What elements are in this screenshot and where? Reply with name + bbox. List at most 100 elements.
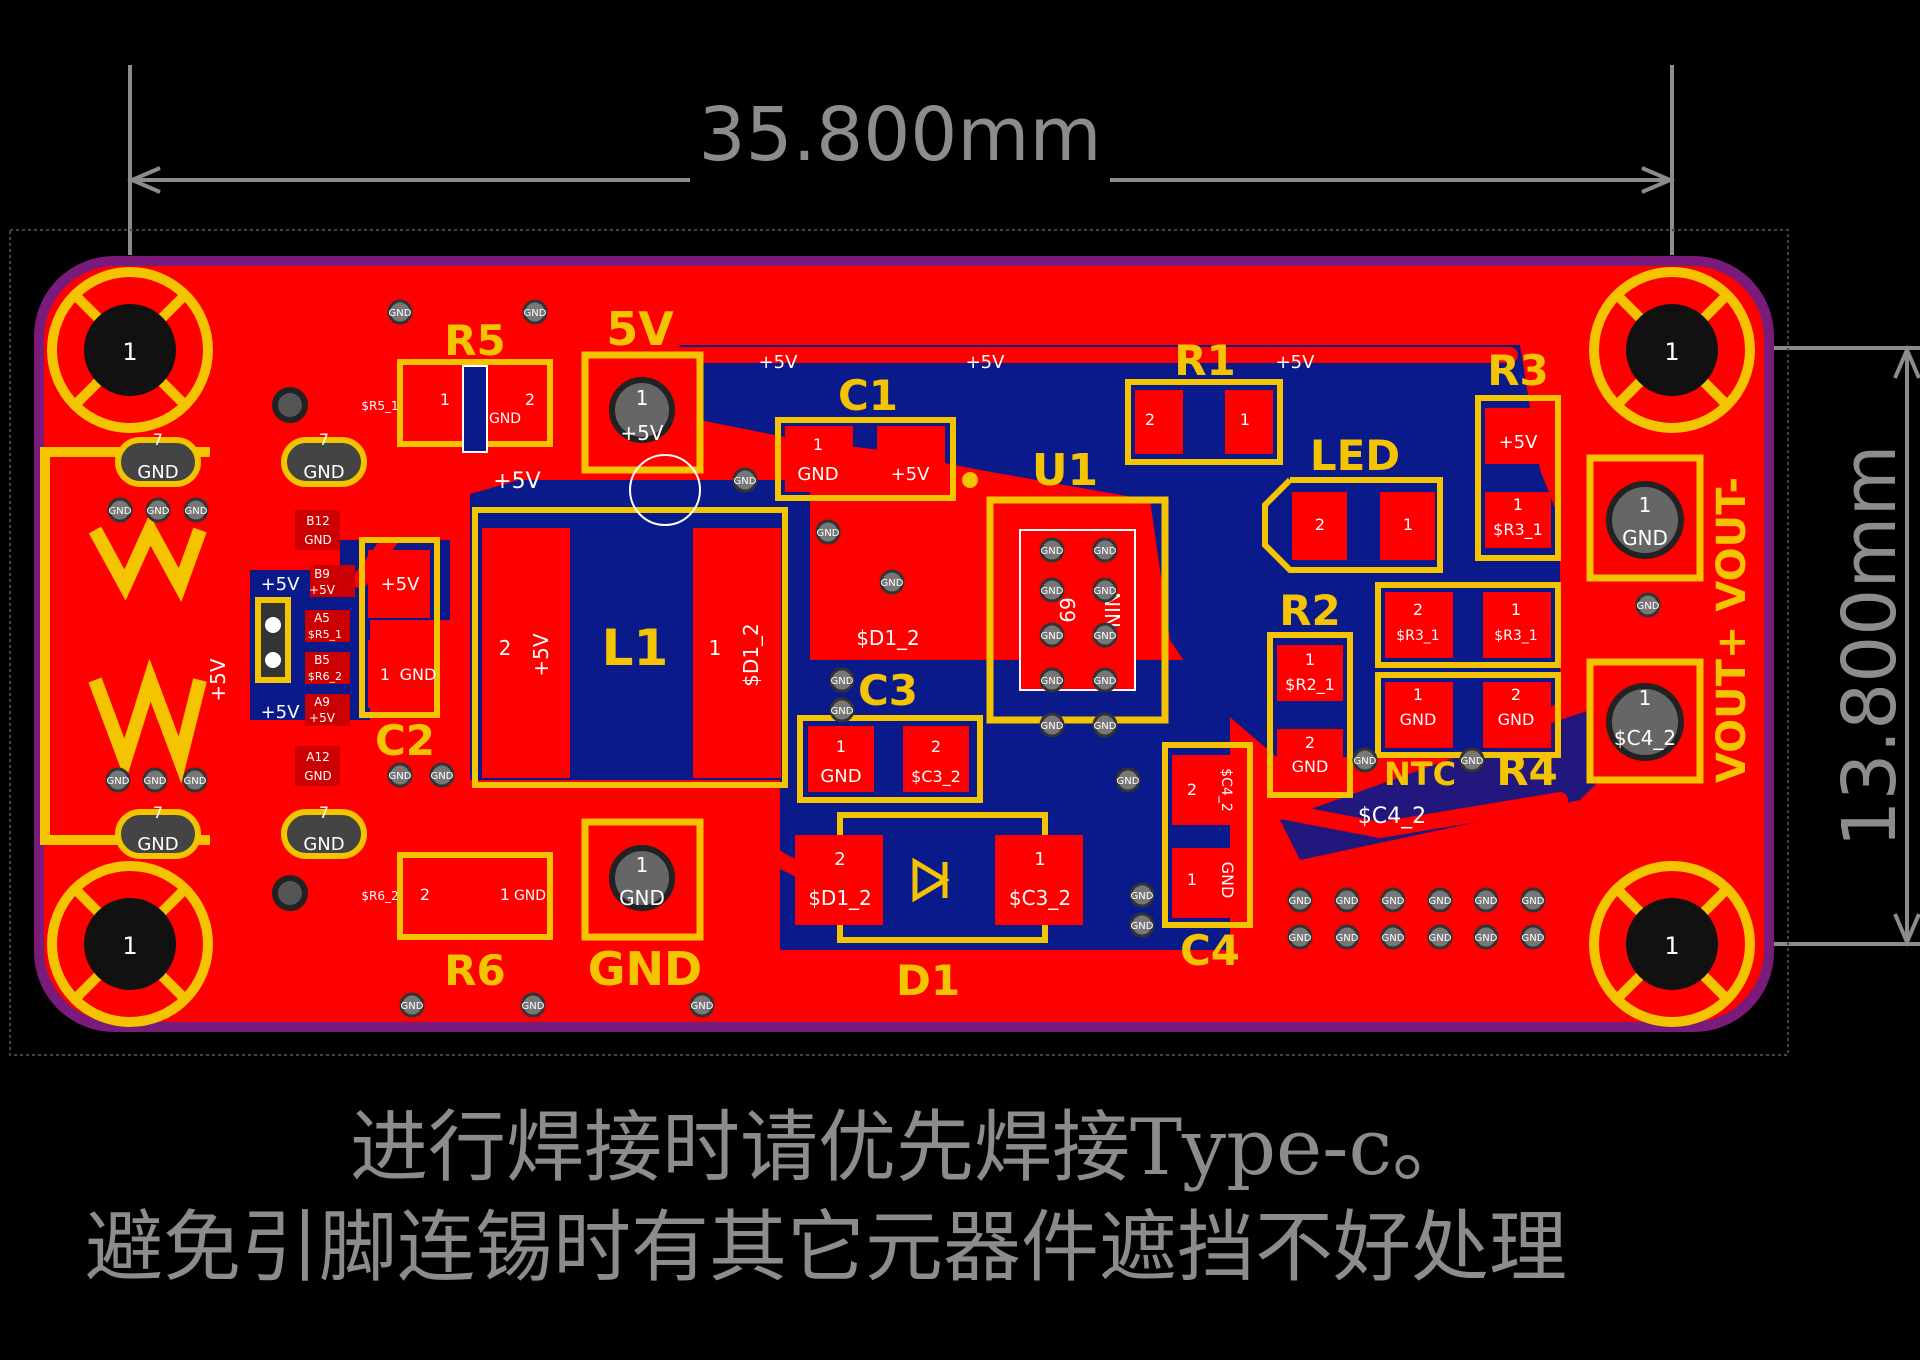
- gnd-via-label: GND: [144, 776, 167, 787]
- svg-text:$C3_2: $C3_2: [911, 767, 961, 787]
- svg-text:2: 2: [1413, 600, 1423, 619]
- svg-text:GND: GND: [514, 888, 546, 904]
- svg-text:B5: B5: [314, 653, 330, 667]
- gnd-via: [815, 519, 841, 545]
- svg-text:U1: U1: [1032, 445, 1098, 496]
- gnd-via-label: GND: [1336, 896, 1359, 907]
- svg-text:1: 1: [636, 853, 649, 877]
- diode-d1: 2 $D1_2 1 $C3_2 D1: [795, 812, 1083, 1005]
- svg-text:R2: R2: [1279, 586, 1341, 635]
- gnd-via-label: GND: [1041, 676, 1064, 687]
- svg-text:2: 2: [1305, 733, 1315, 752]
- gnd-via: [1092, 537, 1118, 563]
- gnd-via-label: GND: [1094, 676, 1117, 687]
- gnd-via-label: GND: [401, 1001, 424, 1012]
- gnd-via: [1039, 622, 1065, 648]
- gnd-via-label: GND: [389, 771, 412, 782]
- svg-text:69: 69: [1055, 597, 1079, 622]
- gnd-via-label: GND: [1461, 756, 1484, 767]
- svg-text:1: 1: [1413, 685, 1423, 704]
- gnd-via-label: GND: [1131, 921, 1154, 932]
- svg-text:1: 1: [1305, 650, 1315, 669]
- gnd-via: [1039, 577, 1065, 603]
- gnd-via: [1039, 712, 1065, 738]
- gnd-via-label: GND: [1429, 896, 1452, 907]
- gnd-via-label: GND: [1637, 601, 1660, 612]
- svg-text:+5V: +5V: [493, 469, 540, 494]
- svg-text:$R3_1: $R3_1: [1396, 628, 1439, 644]
- gnd-via: [1520, 924, 1546, 950]
- svg-text:$R6_2: $R6_2: [361, 889, 398, 903]
- svg-text:1: 1: [1664, 338, 1679, 366]
- svg-text:1: 1: [500, 885, 510, 904]
- pad-gnd: 1 GND GND: [581, 818, 704, 996]
- gnd-via: [429, 762, 455, 788]
- gnd-via-label: GND: [185, 506, 208, 517]
- gnd-via: [1039, 537, 1065, 563]
- mounting-holes: 1 1 1 1: [47, 267, 1755, 1027]
- gnd-via: [1427, 887, 1453, 913]
- svg-text:1: 1: [836, 737, 846, 756]
- gnd-via: [183, 497, 209, 523]
- svg-text:VOUT+ VOUT-: VOUT+ VOUT-: [1709, 477, 1755, 783]
- svg-text:C2: C2: [375, 716, 435, 765]
- usb-type-c-connector: 7 GND 7 GND 7 GND 7 GND +5V +5V +5V B12 …: [40, 430, 367, 859]
- svg-text:GND: GND: [820, 766, 861, 787]
- svg-text:C4: C4: [1180, 926, 1240, 975]
- dimension-width: [126, 65, 1676, 255]
- svg-text:$D1_2: $D1_2: [856, 626, 920, 650]
- svg-text:A9: A9: [314, 695, 330, 709]
- svg-text:1: 1: [122, 932, 137, 960]
- gnd-via: [1287, 924, 1313, 950]
- gnd-via-label: GND: [1041, 546, 1064, 557]
- svg-text:1: 1: [380, 665, 390, 684]
- capacitor-c4: 2 $C4_2 1 GND C4: [1162, 742, 1253, 975]
- gnd-via-label: GND: [109, 506, 132, 517]
- gnd-via: [1459, 747, 1485, 773]
- gnd-via-label: GND: [1522, 933, 1545, 944]
- ntc-r4-group: 2 $R3_1 1 $R3_1 1 GND 2 GND NTC R4: [1375, 582, 1561, 795]
- gnd-via: [1380, 924, 1406, 950]
- svg-text:+5V: +5V: [261, 702, 301, 723]
- svg-text:+5V: +5V: [529, 633, 553, 676]
- svg-text:1: 1: [1639, 686, 1652, 710]
- gnd-via-label: GND: [691, 1001, 714, 1012]
- gnd-via-label: GND: [1094, 631, 1117, 642]
- gnd-via-label: GND: [1094, 586, 1117, 597]
- gnd-via-label: GND: [1382, 933, 1405, 944]
- svg-text:2: 2: [420, 885, 430, 904]
- svg-text:2: 2: [499, 636, 512, 660]
- capacitor-c1: C1 1 GND +5V: [775, 371, 978, 501]
- gnd-via-label: GND: [1041, 721, 1064, 732]
- svg-text:GND: GND: [303, 462, 344, 483]
- svg-text:LED: LED: [1310, 431, 1400, 480]
- gnd-via-label: GND: [1336, 933, 1359, 944]
- svg-text:GND: GND: [797, 464, 838, 485]
- svg-text:GND: GND: [400, 665, 437, 684]
- svg-text:A12: A12: [306, 750, 329, 764]
- svg-text:$R5_1: $R5_1: [361, 399, 398, 413]
- svg-text:$D1_2: $D1_2: [739, 623, 763, 687]
- gnd-via-label: GND: [1354, 756, 1377, 767]
- gnd-via-label: GND: [1094, 721, 1117, 732]
- svg-text:$C4_2: $C4_2: [1614, 726, 1676, 750]
- svg-text:B12: B12: [306, 514, 330, 528]
- svg-text:GND: GND: [1292, 757, 1329, 776]
- vout-terminals: 1 GND 1 $C4_2 VOUT+ VOUT-: [1586, 454, 1755, 784]
- svg-text:GND: GND: [1498, 710, 1535, 729]
- gnd-via: [689, 992, 715, 1018]
- mounting-hole-bl: 1: [47, 861, 213, 1027]
- svg-text:GND: GND: [304, 769, 332, 783]
- gnd-via-label: GND: [147, 506, 170, 517]
- svg-text:$R6_2: $R6_2: [308, 670, 342, 683]
- board-bounding-frame: [9, 229, 1789, 1056]
- gnd-via-label: GND: [734, 476, 757, 487]
- gnd-via-label: GND: [1041, 586, 1064, 597]
- gnd-via-label: GND: [831, 676, 854, 687]
- gnd-via: [1635, 592, 1661, 618]
- svg-text:L1: L1: [602, 619, 669, 677]
- gnd-via-label: GND: [1289, 933, 1312, 944]
- svg-text:$C4_2: $C4_2: [1218, 768, 1234, 812]
- gnd-via: [1473, 924, 1499, 950]
